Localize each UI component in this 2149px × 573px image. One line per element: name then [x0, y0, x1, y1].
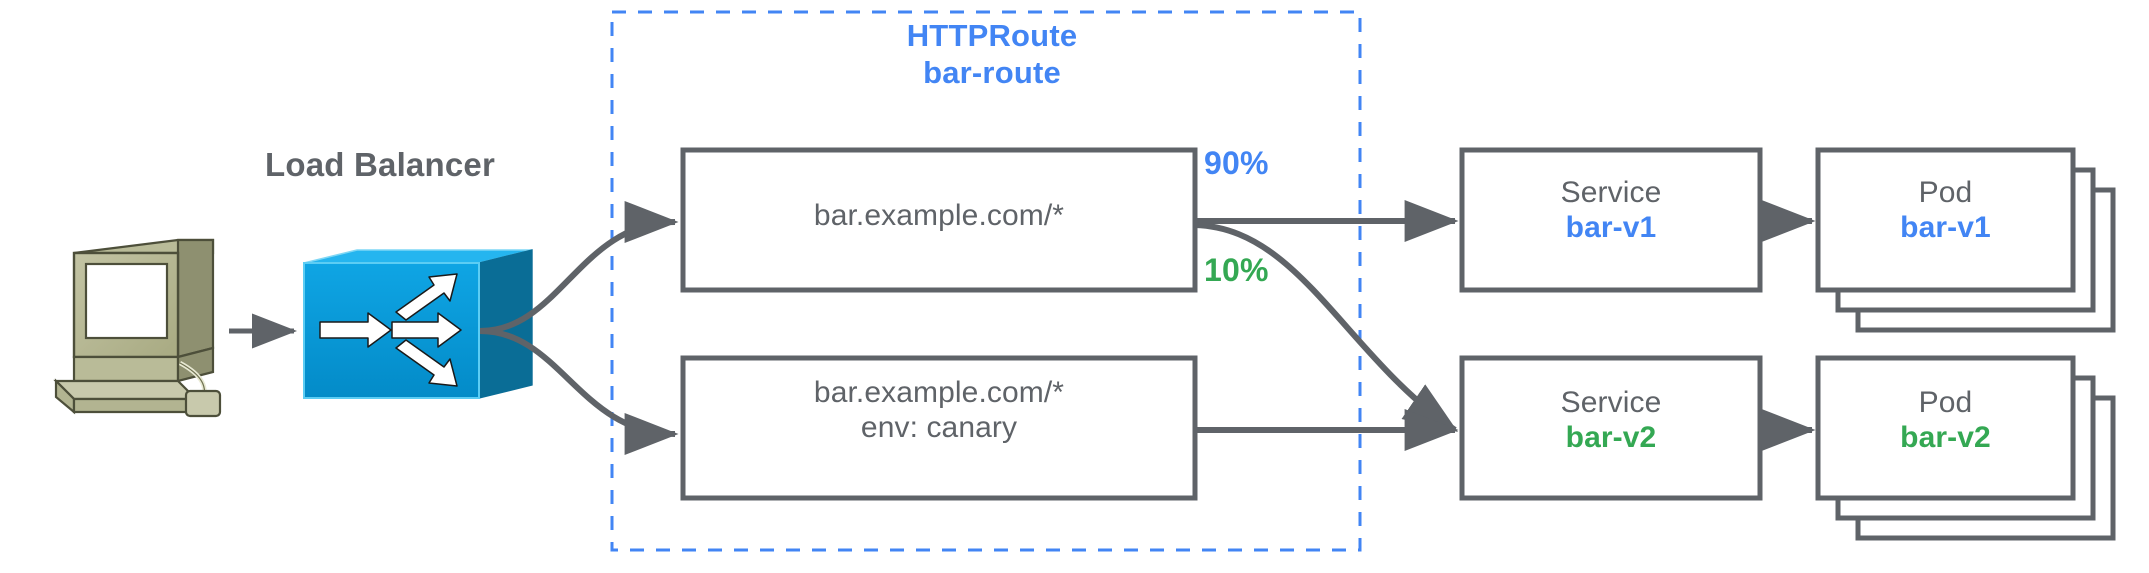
network-switch-icon — [303, 249, 533, 399]
httproute-kind-label: HTTPRoute — [906, 18, 1078, 53]
pod-bar-v2-name: bar-v2 — [1900, 421, 1991, 455]
arrow-rule1-to-service-v2-10 — [1194, 222, 1458, 433]
service-bar-v1-name: bar-v1 — [1565, 211, 1657, 245]
pod-stack-bar-v2 — [1815, 355, 2116, 541]
route-rule-box-2 — [680, 355, 1198, 501]
route-rule-1-label: bar.example.com/* — [683, 198, 1195, 233]
route-rule-1-line-1: bar.example.com/* — [813, 199, 1065, 232]
httproute-title: HTTPRoute bar-route — [812, 18, 1172, 91]
load-balancer-label: Load Balancer — [264, 146, 495, 183]
pod-bar-v1-label: Pod bar-v1 — [1818, 175, 2073, 246]
service-bar-v2-name: bar-v2 — [1565, 421, 1657, 455]
service-bar-v1-label: Service bar-v1 — [1462, 175, 1760, 246]
weight-label-90: 90% — [1204, 145, 1269, 181]
desktop-computer-icon — [53, 238, 222, 418]
pod-bar-v1-name: bar-v1 — [1900, 211, 1991, 245]
route-rule-2-line-2: env: canary — [860, 411, 1018, 445]
pod-bar-v2-label: Pod bar-v2 — [1818, 385, 2073, 456]
route-rule-2-label: bar.example.com/* env: canary — [683, 375, 1195, 446]
service-bar-v2-kind: Service — [1560, 386, 1662, 419]
pod-stack-bar-v1 — [1815, 147, 2116, 333]
httproute-boundary — [610, 10, 1362, 552]
pod-bar-v2-kind: Pod — [1918, 386, 1973, 419]
service-box-bar-v1 — [1459, 147, 1763, 293]
weight-label-10: 10% — [1204, 252, 1269, 288]
pod-bar-v1-kind: Pod — [1918, 176, 1973, 209]
arrow-lb-to-rule-1 — [479, 201, 679, 334]
service-bar-v2-label: Service bar-v2 — [1462, 385, 1760, 456]
route-rule-2-line-1: bar.example.com/* — [813, 376, 1065, 409]
arrow-lb-to-rule-2 — [479, 328, 679, 455]
service-box-bar-v2 — [1459, 355, 1763, 501]
service-bar-v1-kind: Service — [1560, 176, 1662, 209]
route-rule-box-1 — [680, 147, 1198, 293]
httproute-name-label: bar-route — [923, 54, 1061, 90]
